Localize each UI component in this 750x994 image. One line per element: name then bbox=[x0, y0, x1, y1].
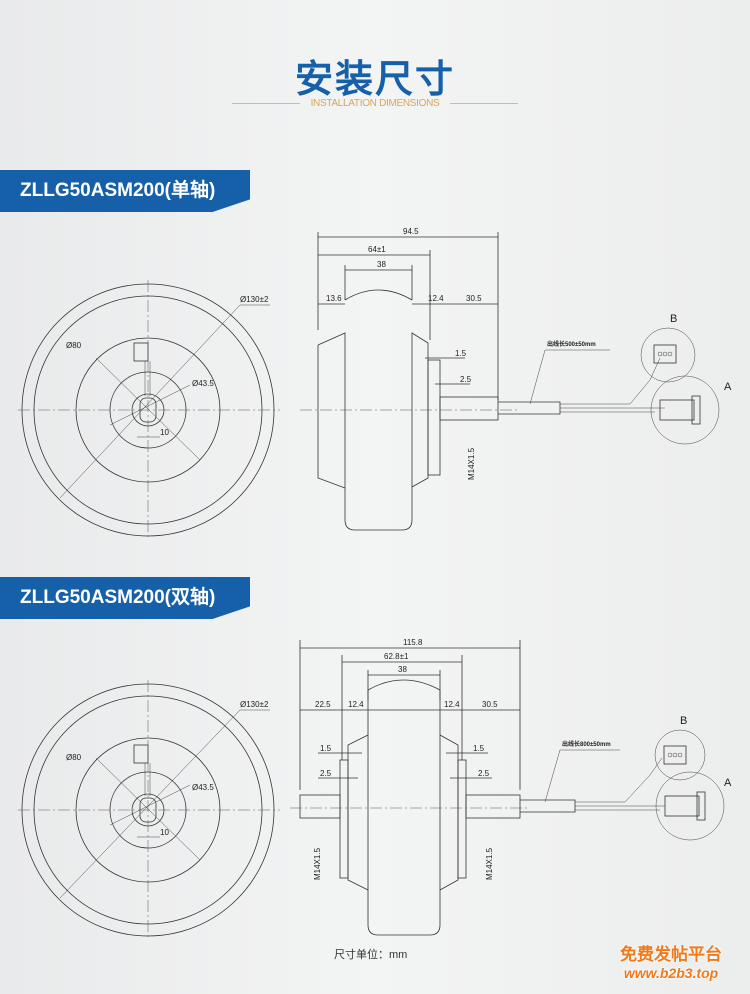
watermark: 免费发帖平台 www.b2b3.top bbox=[620, 940, 722, 981]
dim-tire: 38 bbox=[377, 260, 386, 269]
dim-shaft: 30.5 bbox=[482, 700, 498, 709]
dim-left: 13.6 bbox=[326, 294, 342, 303]
front-view-single: Ø130±2 Ø80 Ø43.5 10 bbox=[18, 280, 280, 540]
dim-left-gap: 12.4 bbox=[348, 700, 364, 709]
page-subtitle: INSTALLATION DIMENSIONS bbox=[310, 98, 440, 109]
connector-b-label: B bbox=[680, 715, 687, 727]
dim-total: 115.8 bbox=[403, 638, 423, 647]
cable-length: 出线长800±50mm bbox=[562, 740, 611, 748]
page-title: 安装尺寸 bbox=[294, 59, 455, 101]
label-outer-diameter: Ø130±2 bbox=[240, 700, 269, 709]
thread-spec-left: M14X1.5 bbox=[313, 847, 322, 880]
divider bbox=[232, 103, 300, 104]
dim-shaft: 30.5 bbox=[466, 294, 482, 303]
dim-1-5-left: 1.5 bbox=[320, 744, 332, 753]
dim-1-5-right: 1.5 bbox=[473, 744, 485, 753]
label-mid-diameter: Ø80 bbox=[66, 753, 82, 762]
watermark-line2: www.b2b3.top bbox=[623, 965, 719, 981]
dim-2-5-left: 2.5 bbox=[320, 769, 332, 778]
connector-b-label: B bbox=[670, 313, 677, 325]
watermark-line1: 免费发帖平台 bbox=[620, 945, 722, 964]
model-banner-single: ZLLG50ASM200(单轴) bbox=[0, 170, 250, 212]
side-view-double: 115.8 62.8±1 38 22.5 12.4 12.4 30.5 1.5 … bbox=[290, 638, 732, 936]
model-banner-double: ZLLG50ASM200(双轴) bbox=[0, 577, 250, 619]
cable-length: 出线长500±50mm bbox=[547, 340, 596, 348]
connector-a-label: A bbox=[724, 381, 732, 393]
dim-left-shaft: 22.5 bbox=[315, 700, 331, 709]
side-view-single: 94.5 64±1 38 13.6 12.4 30.5 1.5 2.5 M14X… bbox=[300, 227, 732, 531]
divider bbox=[450, 103, 518, 104]
label-outer-diameter: Ø130±2 bbox=[240, 295, 269, 304]
connector-a-label: A bbox=[724, 777, 732, 789]
front-view-double: Ø130±2 Ø80 Ø43.5 10 bbox=[18, 680, 280, 940]
dim-tire: 38 bbox=[398, 665, 407, 674]
dim-1-5: 1.5 bbox=[455, 349, 467, 358]
label-mid-diameter: Ø80 bbox=[66, 341, 82, 350]
unit-note: 尺寸单位：mm bbox=[334, 949, 408, 961]
dim-right-gap: 12.4 bbox=[444, 700, 460, 709]
label-flat: 10 bbox=[160, 828, 169, 837]
label-hub-diameter: Ø43.5 bbox=[192, 379, 214, 388]
dim-body: 64±1 bbox=[368, 245, 386, 254]
thread-spec: M14X1.5 bbox=[467, 447, 476, 480]
dim-2-5: 2.5 bbox=[460, 375, 472, 384]
dim-total: 94.5 bbox=[403, 227, 419, 236]
dim-2-5-right: 2.5 bbox=[478, 769, 490, 778]
dim-body: 62.8±1 bbox=[384, 652, 409, 661]
label-hub-diameter: Ø43.5 bbox=[192, 783, 214, 792]
label-flat: 10 bbox=[160, 428, 169, 437]
dim-right-gap: 12.4 bbox=[428, 294, 444, 303]
thread-spec-right: M14X1.5 bbox=[485, 847, 494, 880]
